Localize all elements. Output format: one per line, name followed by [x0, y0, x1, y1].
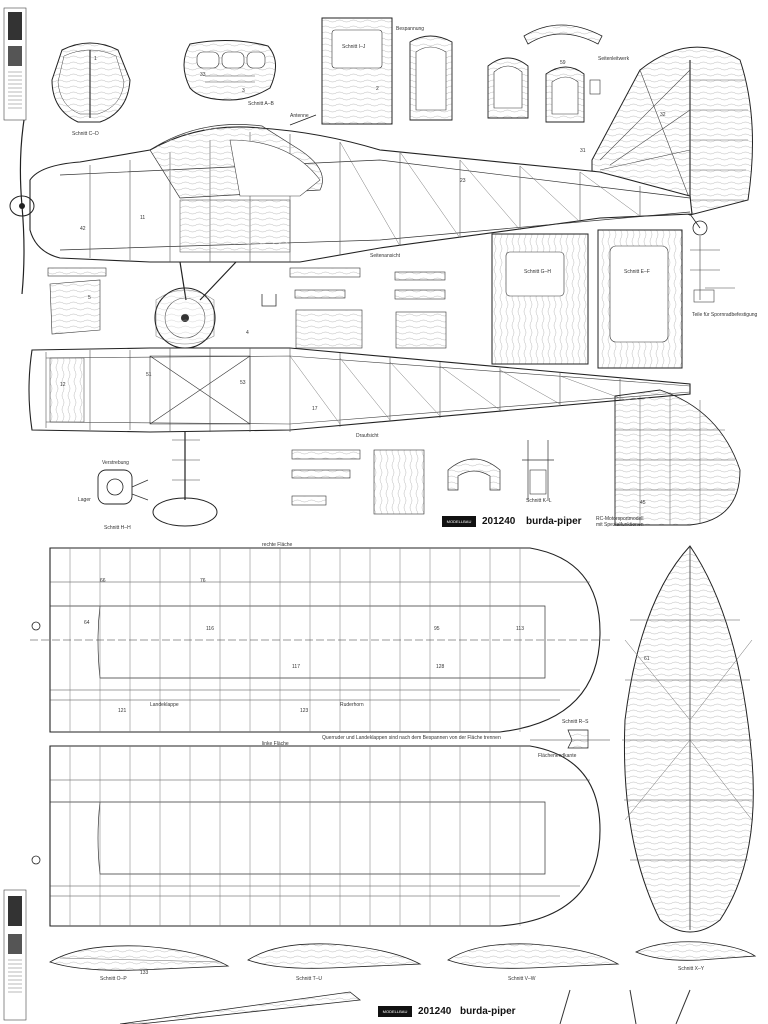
- wing-left-panel: [31, 745, 601, 927]
- label-section-h-h: Schnitt H–H: [104, 525, 131, 531]
- label-aileron-note: Querruder und Landeklappen sind nach dem…: [322, 735, 501, 741]
- rudder-side-view: [591, 46, 753, 216]
- label-lower-wing: linke Fläche: [262, 741, 289, 747]
- part-number: 53: [240, 380, 246, 386]
- label-tail-wheel: Teile für Spornradbefestigung: [692, 312, 758, 318]
- part-number: 59: [560, 60, 566, 66]
- part-number: 5: [88, 295, 91, 301]
- part-number: 95: [434, 626, 440, 632]
- label-section-c-d: Schnitt C–D: [72, 131, 99, 137]
- part-number: 11: [140, 215, 146, 221]
- part-number: 17: [312, 406, 318, 412]
- part-number: 12: [60, 382, 66, 388]
- rib-o-p: [49, 945, 230, 971]
- brand-logo-bottom: MODELLBAU: [378, 1006, 412, 1017]
- label-top-view: Draufsicht: [356, 433, 379, 439]
- strut-bottom: [119, 989, 691, 1024]
- section-a-b: [183, 39, 276, 101]
- section-i-j: [321, 17, 393, 125]
- part-number: 61: [644, 656, 650, 662]
- label-antenna: Antenne: [290, 113, 309, 119]
- label-flap: Landeklappe: [150, 702, 179, 708]
- sheet-info-bottom: [3, 889, 27, 1021]
- sheet-info-top: [3, 7, 27, 121]
- part-number: 4: [246, 330, 249, 336]
- part-number: 51: [146, 372, 152, 378]
- section-g-h: [491, 233, 589, 365]
- rib-t-u: [247, 943, 422, 969]
- label-servo: Ruderhorn: [340, 702, 364, 708]
- label-section-i-j: Schnitt I–J: [342, 44, 366, 50]
- model-name-bottom: burda-piper: [460, 1006, 516, 1017]
- tail-wheel-detail: [690, 236, 735, 303]
- part-number: 128: [436, 664, 445, 670]
- label-rudder: Seitenleitwerk: [598, 56, 630, 62]
- part-number: 133: [140, 970, 149, 976]
- model-number-bottom: 201240: [418, 1006, 452, 1017]
- model-desc-line-2: mit Spezialfunktionen: [596, 522, 644, 528]
- brand-logo: MODELLBAU: [442, 516, 476, 527]
- label-side-view: Seitenansicht: [370, 253, 401, 259]
- label-section-g-h: Schnitt G–H: [524, 269, 551, 275]
- part-number: 117: [292, 664, 300, 670]
- part-number: 64: [84, 620, 90, 626]
- part-number: 33: [200, 72, 206, 78]
- detail-parts-mid: [291, 440, 554, 515]
- part-number: 113: [516, 626, 524, 632]
- part-number: 23: [460, 178, 466, 184]
- propeller: [9, 119, 35, 295]
- part-number: 66: [100, 578, 106, 584]
- section-r-s: [530, 729, 610, 749]
- part-number: 3: [242, 88, 245, 94]
- rib-v-w: [447, 943, 620, 969]
- rib-x-y: [635, 941, 757, 961]
- label-section-e-f: Schnitt E–F: [624, 269, 650, 275]
- part-number: 2: [376, 86, 379, 92]
- wing-right-panel: [30, 547, 610, 733]
- label-covering: Bespannung: [396, 26, 425, 32]
- stabilizer-top: [614, 389, 741, 526]
- label-upper-wing: rechte Fläche: [262, 542, 293, 548]
- label-section-r-s: Schnitt R–S: [562, 719, 589, 725]
- part-number: 76: [200, 578, 206, 584]
- landing-gear-side: [154, 261, 237, 349]
- label-section-x-y: Schnitt X–Y: [678, 966, 705, 972]
- section-c-d: [51, 42, 131, 123]
- label-bearing: Lager: [78, 497, 91, 503]
- part-number: 116: [206, 626, 214, 632]
- part-number: 31: [580, 148, 586, 154]
- label-wing-tip: Flächenendkante: [538, 753, 577, 759]
- main-gear-front: [152, 432, 218, 527]
- part-number: 42: [80, 226, 86, 232]
- part-number: 32: [660, 112, 666, 118]
- fuselage-side-view: [29, 114, 693, 263]
- label-section-v-w: Schnitt V–W: [508, 976, 536, 982]
- part-number: 123: [300, 708, 309, 714]
- bulkhead-frames: [409, 24, 603, 123]
- part-number: 45: [640, 500, 646, 506]
- label-section-t-u: Schnitt T–U: [296, 976, 323, 982]
- bearing-detail: [97, 469, 149, 505]
- fuselage-top-view: [28, 347, 691, 433]
- tail-wheel: [689, 213, 708, 236]
- model-name: burda-piper: [526, 516, 582, 527]
- label-section-a-b: Schnitt A–B: [248, 101, 274, 107]
- model-desc-line-1: RC-Motorsportmodell: [596, 516, 644, 522]
- section-e-f: [597, 229, 683, 369]
- elliptical-tailplane: [622, 545, 754, 933]
- part-number: 121: [118, 708, 127, 714]
- label-section-k-l: Schnitt K–L: [526, 498, 552, 504]
- small-parts-strip: [47, 267, 447, 349]
- label-bracing: Verstrebung: [102, 460, 129, 466]
- part-number: 1: [94, 56, 97, 62]
- model-number: 201240: [482, 516, 516, 527]
- label-section-o-p: Schnitt O–P: [100, 976, 127, 982]
